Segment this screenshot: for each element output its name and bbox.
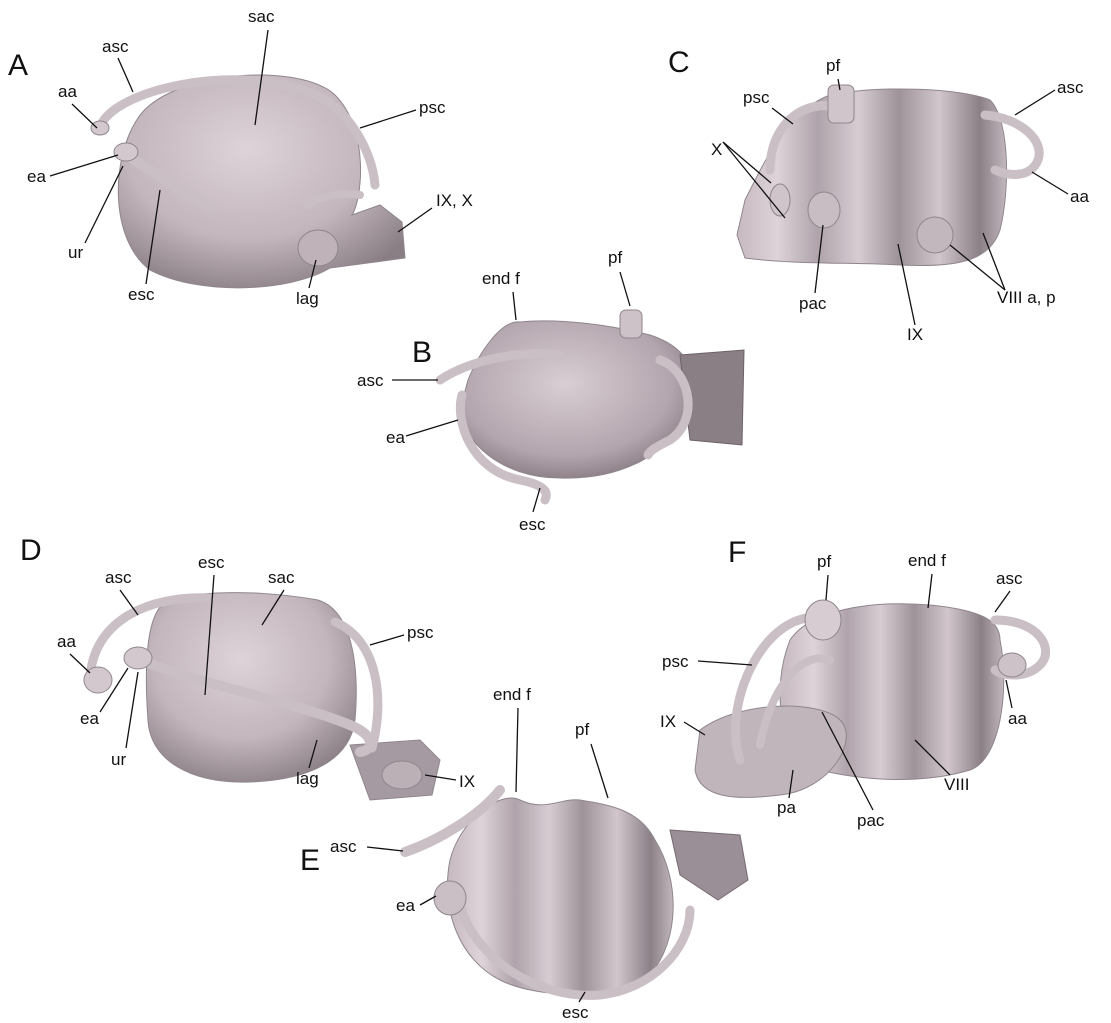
label-f-pa: pa (777, 798, 796, 817)
leader-a-aa (72, 104, 97, 128)
specimen-f (695, 600, 1046, 797)
label-a-ix-x: IX, X (436, 191, 473, 210)
leader-f-pf (826, 575, 828, 600)
label-c-aa: aa (1070, 187, 1089, 206)
label-c-viii-ap: VIII a, p (997, 288, 1056, 307)
leader-b-esc (533, 488, 540, 512)
leader-e-pf (591, 744, 608, 798)
label-a-aa: aa (58, 82, 77, 101)
label-c-pac: pac (799, 294, 827, 313)
label-e-end-f: end f (493, 685, 531, 704)
label-a-asc: asc (102, 37, 129, 56)
label-c-psc: psc (743, 88, 770, 107)
leader-f-end-f (928, 574, 932, 608)
leader-a-ix-x (398, 208, 432, 232)
leader-f-aa (1006, 680, 1012, 708)
label-b-asc: asc (357, 371, 384, 390)
panel-letter-c: C (668, 46, 690, 79)
leader-a-ur (85, 166, 123, 243)
panel-f: F pf end f asc psc IX aa pa pac VIII (660, 536, 1046, 830)
label-c-x: X (711, 140, 722, 159)
leader-e-end-f (516, 708, 518, 792)
panel-c: C pf psc asc X aa pac IX VIII a, p (668, 46, 1089, 344)
leader-c-x-1 (723, 142, 771, 183)
label-d-ur: ur (111, 750, 126, 769)
label-c-ix: IX (907, 325, 923, 344)
label-d-ix: IX (459, 772, 475, 791)
leader-e-ea (420, 896, 436, 905)
label-d-sac: sac (268, 568, 295, 587)
leader-a-psc (360, 110, 416, 128)
label-f-pac: pac (857, 811, 885, 830)
leader-e-asc (367, 847, 403, 851)
label-e-asc: asc (330, 837, 357, 856)
leader-f-asc (995, 591, 1010, 612)
leader-c-aa (1032, 172, 1068, 194)
label-a-lag: lag (296, 289, 319, 308)
label-b-pf: pf (608, 248, 622, 267)
panel-d: D asc esc sac aa psc ea ur lag IX (20, 534, 475, 800)
panel-a: A sac asc aa psc ea IX, X ur esc lag (8, 7, 473, 308)
label-d-asc: asc (105, 568, 132, 587)
label-f-pf: pf (817, 552, 831, 571)
label-d-esc: esc (198, 553, 225, 572)
label-e-pf: pf (575, 720, 589, 739)
label-f-end-f: end f (908, 551, 946, 570)
label-e-ea: ea (396, 896, 415, 915)
leader-f-psc (698, 661, 752, 665)
label-a-ea: ea (27, 167, 46, 186)
label-f-asc: asc (996, 569, 1023, 588)
specimen-c (737, 85, 1039, 266)
label-c-pf: pf (826, 56, 840, 75)
leader-b-end-f (513, 292, 516, 320)
label-e-esc: esc (562, 1003, 589, 1022)
panel-b: B end f pf asc ea esc (357, 248, 744, 534)
label-a-esc: esc (128, 285, 155, 304)
label-b-ea: ea (386, 428, 405, 447)
specimen-d (84, 593, 440, 800)
leader-b-pf (620, 272, 630, 306)
leader-d-psc (370, 635, 404, 645)
label-f-ix: IX (660, 712, 676, 731)
label-a-sac: sac (248, 7, 275, 26)
label-a-psc: psc (419, 98, 446, 117)
panel-letter-a: A (8, 49, 28, 82)
specimen-e (405, 790, 748, 995)
leader-c-asc (1015, 90, 1055, 115)
label-b-esc: esc (519, 515, 546, 534)
leader-b-ea (406, 420, 458, 436)
leader-d-aa (70, 654, 90, 673)
panel-letter-e: E (300, 844, 320, 877)
label-d-psc: psc (407, 623, 434, 642)
leader-a-ea (50, 155, 118, 176)
label-b-end-f: end f (482, 269, 520, 288)
specimen-b (440, 310, 744, 500)
panel-letter-b: B (412, 336, 432, 369)
label-d-lag: lag (296, 769, 319, 788)
label-f-viii: VIII (944, 775, 970, 794)
leader-d-ur (126, 672, 138, 748)
specimen-a (91, 75, 405, 288)
leader-a-asc (118, 58, 133, 92)
label-f-psc: psc (662, 652, 689, 671)
panel-letter-d: D (20, 534, 42, 567)
label-c-asc: asc (1057, 78, 1084, 97)
label-f-aa: aa (1008, 709, 1027, 728)
label-d-ea: ea (80, 709, 99, 728)
label-d-aa: aa (57, 632, 76, 651)
label-a-ur: ur (68, 243, 83, 262)
panel-letter-f: F (728, 536, 746, 569)
